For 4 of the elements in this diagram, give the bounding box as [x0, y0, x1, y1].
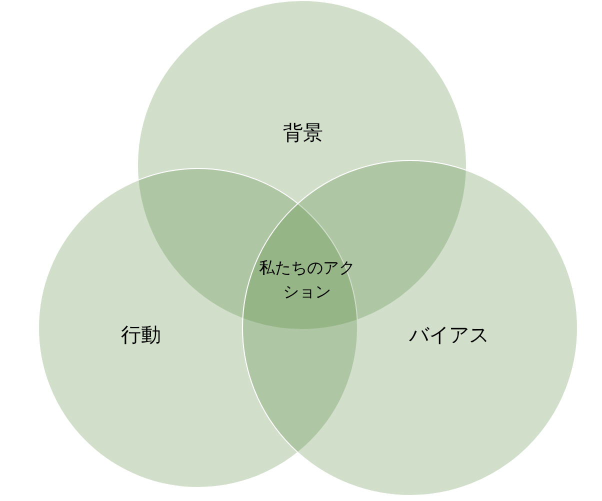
circle-label: 行動	[121, 322, 161, 348]
circle-label: バイアス	[409, 322, 489, 348]
circle-label: 背景	[283, 120, 323, 146]
center-label: 私たちのアクション	[258, 257, 356, 303]
